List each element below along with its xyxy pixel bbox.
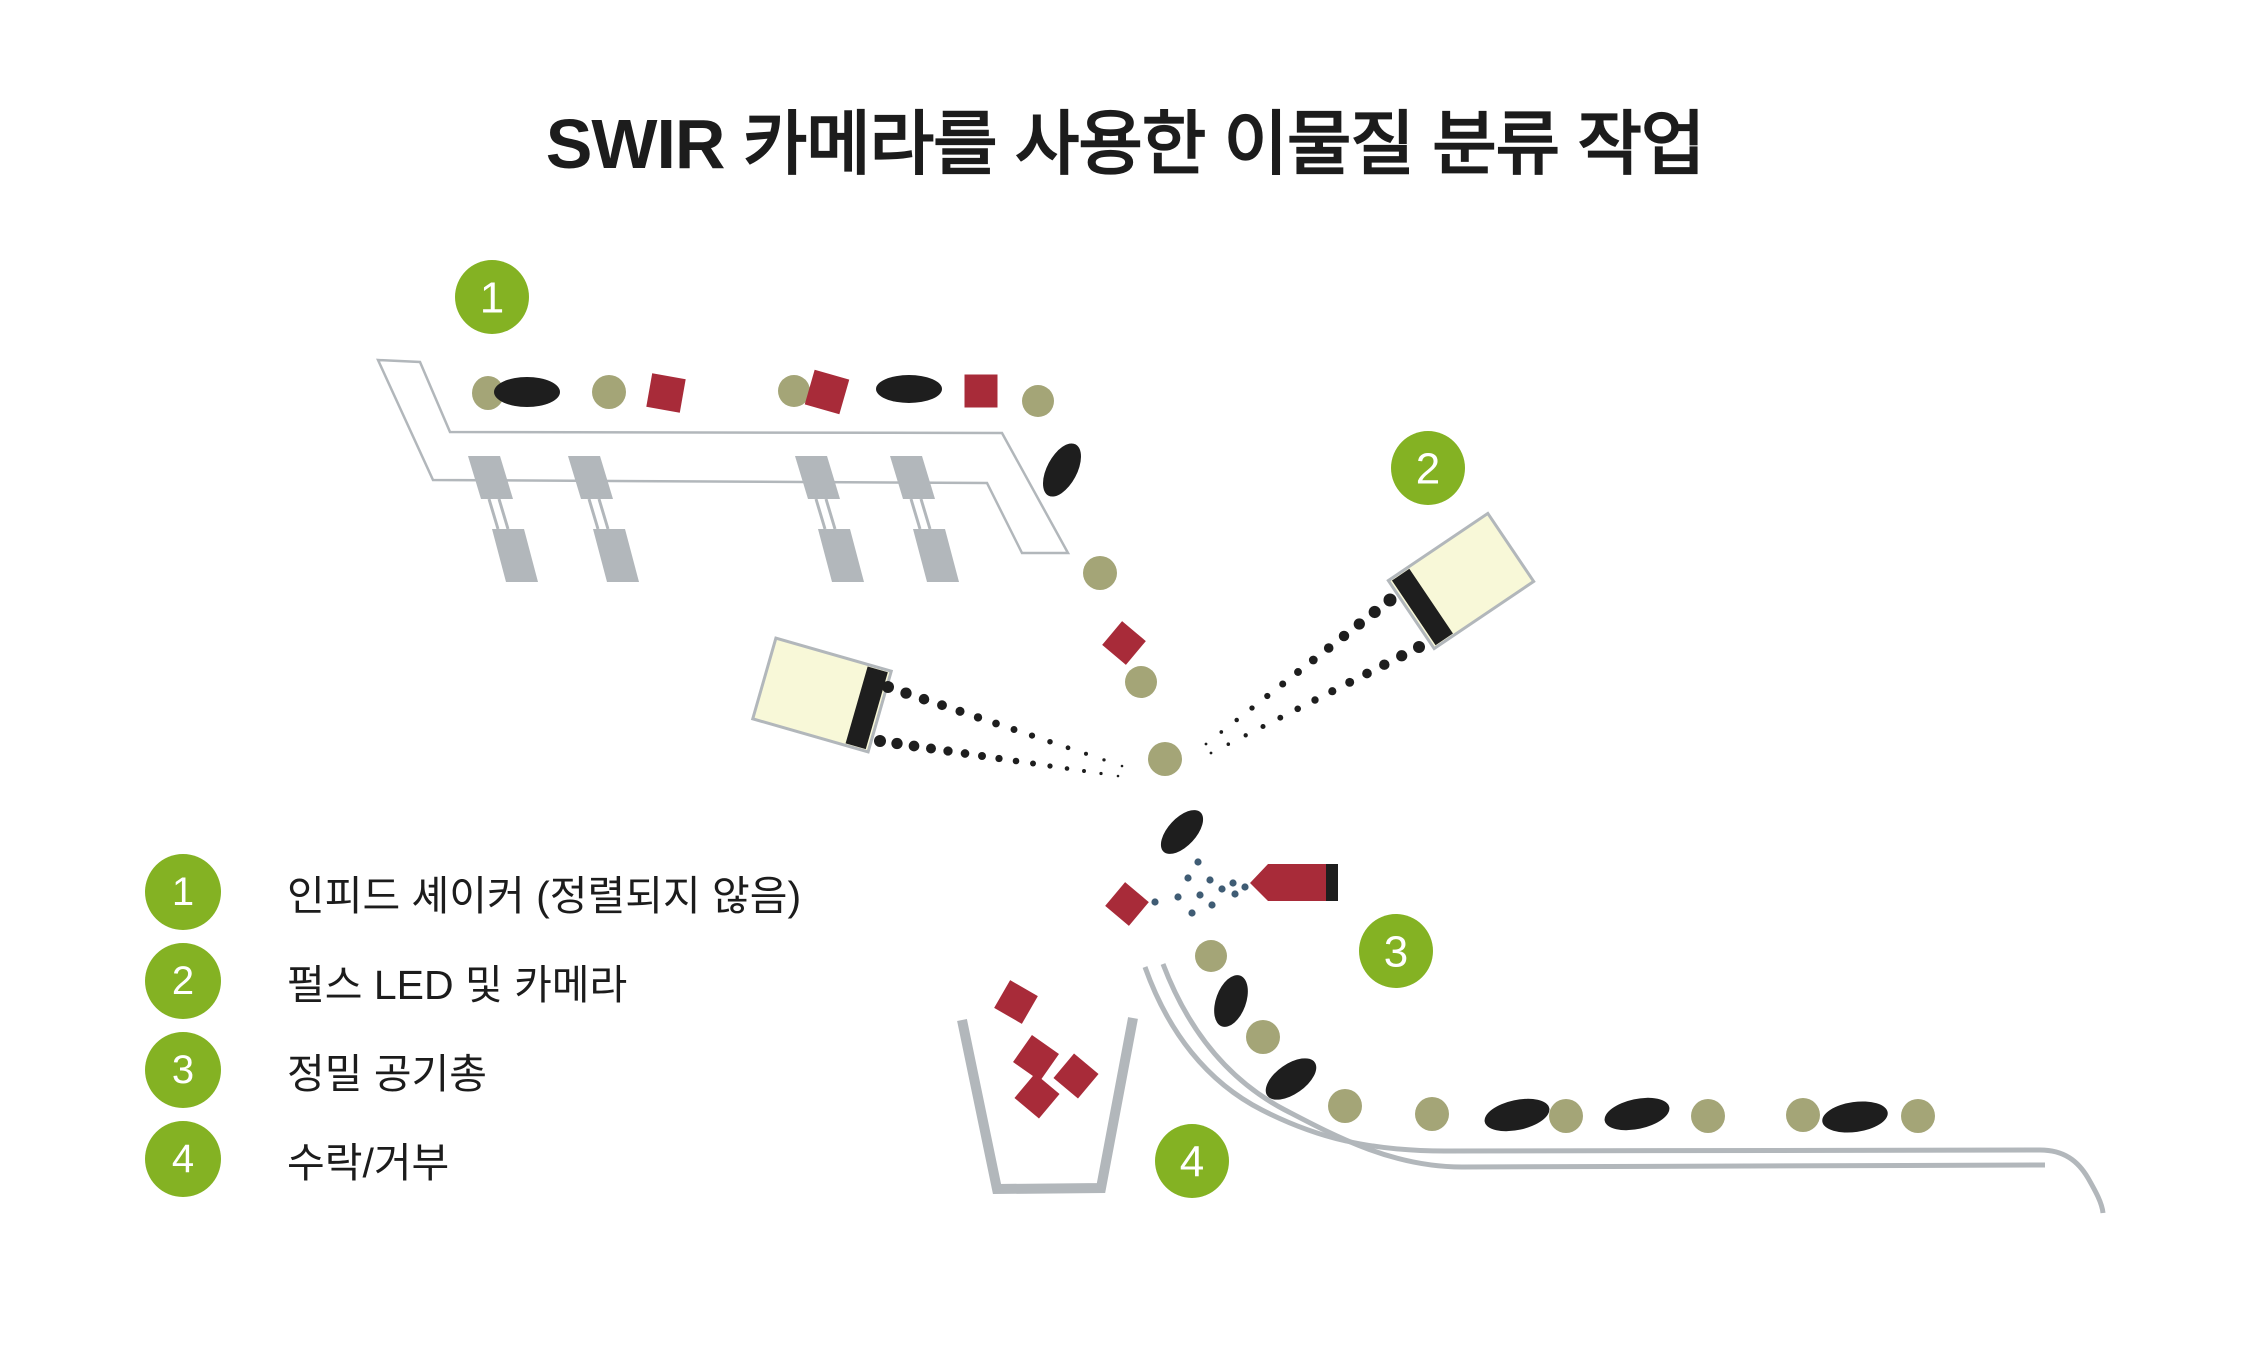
- svg-text:4: 4: [1180, 1137, 1204, 1186]
- accepted-olive: [1691, 1099, 1725, 1133]
- foreign-red-square: [646, 373, 686, 413]
- product-olive: [1148, 742, 1182, 776]
- accepted-black: [1265, 1058, 1317, 1100]
- accepted-products-chute: [1195, 940, 1362, 1123]
- shaker-tray-outline: [376, 358, 1071, 555]
- product-black: [1043, 443, 1081, 497]
- legend-badge-3: 3: [145, 1032, 221, 1108]
- accepted-olive: [1549, 1099, 1583, 1133]
- product-black: [876, 375, 942, 403]
- shaker-leg: [568, 456, 639, 582]
- product-black: [1160, 810, 1204, 854]
- product-olive: [1083, 556, 1117, 590]
- legend-label-2: 펄스 LED 및 카메라: [287, 962, 628, 1008]
- svg-text:3: 3: [1384, 927, 1408, 976]
- marker-3: 3: [1359, 914, 1433, 988]
- led-beam-left-lower-icon: [874, 735, 1120, 778]
- legend-item-accept-reject: 4 수락/거부: [145, 1121, 801, 1197]
- legend-badge-1: 1: [145, 854, 221, 930]
- legend: 1 인피드 셰이커 (정렬되지 않음) 2 펄스 LED 및 카메라 3 정밀 …: [145, 854, 801, 1210]
- marker-4: 4: [1155, 1124, 1229, 1198]
- accepted-products-conveyor: [1415, 1097, 1935, 1133]
- tray-products: [472, 369, 1081, 497]
- air-gun: [1250, 864, 1338, 901]
- rejected-square: [994, 980, 1038, 1024]
- legend-badge-2: 2: [145, 943, 221, 1019]
- camera-right: [1386, 511, 1536, 651]
- legend-item-air-gun: 3 정밀 공기총: [145, 1032, 801, 1108]
- infeed-shaker: [376, 358, 1071, 582]
- marker-2: 2: [1391, 431, 1465, 505]
- product-olive: [472, 376, 504, 410]
- accept-chute-inner-line: [1160, 963, 2046, 1170]
- foreign-red-square: [1102, 621, 1146, 665]
- accept-chute-outer-line: [1142, 966, 2106, 1214]
- product-olive: [1125, 666, 1157, 698]
- svg-text:2: 2: [1416, 444, 1440, 493]
- led-beam-left-upper-icon: [882, 681, 1124, 768]
- accepted-olive: [1246, 1020, 1280, 1054]
- legend-label-4: 수락/거부: [287, 1140, 450, 1186]
- product-olive: [592, 375, 626, 409]
- rejected-square-falling: [1105, 882, 1149, 926]
- foreign-red-square: [804, 369, 850, 415]
- camera-sensor-stripe: [1391, 568, 1453, 646]
- rejected-square: [1013, 1035, 1059, 1081]
- falling-products: [1083, 556, 1204, 854]
- led-beam-right-upper-icon: [1204, 593, 1397, 746]
- legend-item-infeed-shaker: 1 인피드 셰이커 (정렬되지 않음): [145, 854, 801, 930]
- rejected-square: [1014, 1073, 1060, 1119]
- camera-left: [750, 636, 894, 754]
- legend-item-led-camera: 2 펄스 LED 및 카메라: [145, 943, 801, 1019]
- accepted-black: [1484, 1098, 1550, 1132]
- rejected-squares: [994, 980, 1099, 1119]
- air-gun-body: [1250, 864, 1326, 901]
- legend-label-1: 인피드 셰이커 (정렬되지 않음): [287, 873, 802, 919]
- product-olive: [1022, 385, 1054, 417]
- accepted-black: [1822, 1101, 1888, 1133]
- accepted-olive: [1328, 1089, 1362, 1123]
- shaker-leg: [468, 456, 538, 582]
- air-gun-cap: [1326, 864, 1338, 901]
- camera-sensor-stripe: [845, 666, 888, 750]
- accepted-olive: [1415, 1097, 1449, 1131]
- shaker-leg: [890, 456, 959, 582]
- rejected-square: [1053, 1053, 1099, 1099]
- led-beam-right-lower-icon: [1209, 641, 1425, 755]
- accepted-olive: [1786, 1098, 1820, 1132]
- legend-label-3: 정밀 공기총: [287, 1051, 487, 1097]
- legend-badge-4: 4: [145, 1121, 221, 1197]
- accepted-black: [1214, 975, 1248, 1027]
- product-olive: [778, 375, 810, 407]
- accepted-olive: [1901, 1099, 1935, 1133]
- foreign-red-square: [964, 374, 998, 408]
- svg-text:1: 1: [480, 273, 504, 322]
- page-title: SWIR 카메라를 사용한 이물질 분류 작업: [545, 105, 1706, 183]
- shaker-leg: [795, 456, 864, 582]
- accepted-black: [1604, 1097, 1670, 1131]
- air-spray-icon: [1151, 858, 1249, 917]
- marker-1: 1: [455, 260, 529, 334]
- product-black: [494, 377, 560, 407]
- reject-bin: [957, 1017, 1138, 1195]
- accepted-olive: [1195, 940, 1227, 972]
